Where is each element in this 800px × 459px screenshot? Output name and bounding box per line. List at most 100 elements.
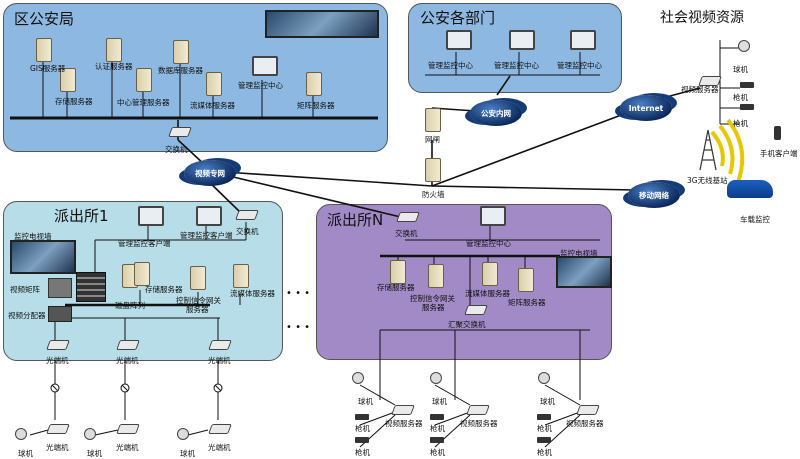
s1-dome-1-label: 球机 xyxy=(18,449,33,458)
s1-optical-1-label: 光端机 xyxy=(46,356,69,365)
social-gun2-label: 枪机 xyxy=(733,119,748,128)
gate-label: 网闸 xyxy=(425,135,440,144)
stream-server-label: 流媒体服务器 xyxy=(190,101,235,110)
s1-switch-icon xyxy=(235,210,259,220)
storage-server-label: 存储服务器 xyxy=(55,97,93,106)
sn-ctrl-server-icon xyxy=(428,264,444,288)
base-station-icon xyxy=(699,129,717,171)
stationN-title: 派出所N xyxy=(327,211,384,229)
s1-dome-1-icon xyxy=(15,428,27,440)
s1-dome-2-label: 球机 xyxy=(87,449,102,458)
s1-distributor-icon xyxy=(48,306,72,322)
s1-optical-5-label: 光端机 xyxy=(116,443,139,452)
sn-stream-label: 流媒体服务器 xyxy=(465,289,510,298)
s1-storage-label: 存储服务器 xyxy=(145,285,183,294)
s1-tvwall-icon xyxy=(10,240,76,274)
sn-vs-1-label: 视频服务器 xyxy=(385,419,423,428)
sn-gun-3-label: 枪机 xyxy=(430,424,445,433)
s1-optical-2-label: 光端机 xyxy=(116,356,139,365)
gate-icon xyxy=(425,108,441,132)
s1-optical-4-icon xyxy=(46,424,70,434)
social-title: 社会视频资源 xyxy=(660,10,744,26)
dept-center-2-label: 管理监控中心 xyxy=(494,61,539,70)
social-gun2-icon xyxy=(740,104,754,110)
dept-monitor-1-icon xyxy=(446,30,472,50)
phone-client-label: 手机客户端 xyxy=(760,149,798,158)
matrix-server-label: 矩阵服务器 xyxy=(297,101,335,110)
mobile-net-cloud: 移动网络 xyxy=(628,182,680,208)
social-gun1-icon xyxy=(740,82,754,88)
social-video-server-label: 视频服务器 xyxy=(681,85,719,94)
s1-switch-label: 交换机 xyxy=(236,227,259,236)
sn-agg-switch-icon xyxy=(464,305,488,315)
sn-storage-label: 存储服务器 xyxy=(377,283,415,292)
dept-center-1-label: 管理监控中心 xyxy=(428,61,473,70)
s1-optical-4-label: 光端机 xyxy=(46,443,69,452)
db-server-label: 数据库服务器 xyxy=(158,66,203,75)
sn-gun-5-icon xyxy=(537,414,551,420)
ellipsis-2: • • • xyxy=(286,322,311,333)
s1-dome-3-label: 球机 xyxy=(180,449,195,458)
social-dome-icon xyxy=(738,40,750,52)
sn-switch-icon xyxy=(396,212,420,222)
sn-vs-2-label: 视频服务器 xyxy=(460,419,498,428)
gis-server-icon xyxy=(36,38,52,62)
s1-tvwall-label: 监控电视墙 xyxy=(14,232,52,241)
sn-matrix-server-icon xyxy=(518,268,534,292)
center-mgmt-label: 中心管理服务器 xyxy=(117,98,170,107)
internet-cloud: Internet xyxy=(620,95,672,121)
s1-client2-icon xyxy=(196,206,222,226)
sn-switch-label: 交换机 xyxy=(395,229,418,238)
s1-stream-label: 流媒体服务器 xyxy=(230,289,275,298)
base-station-label: 3G无线基站 xyxy=(687,176,728,185)
district-title: 区公安局 xyxy=(14,10,75,28)
s1-disk-icon xyxy=(76,272,106,302)
s1-matrix-icon xyxy=(48,278,72,298)
stationN-zone xyxy=(316,204,612,360)
sn-dome-3-label: 球机 xyxy=(540,397,555,406)
sn-dome-1-icon xyxy=(352,372,364,384)
s1-optical-2-icon xyxy=(116,340,140,350)
s1-optical-5-icon xyxy=(116,424,140,434)
sn-matrix-label: 矩阵服务器 xyxy=(508,298,546,307)
sn-gun-6-label: 枪机 xyxy=(537,448,552,457)
phone-icon xyxy=(774,126,781,140)
sn-gun-1-label: 枪机 xyxy=(355,424,370,433)
car-monitor-label: 车载监控 xyxy=(740,215,770,224)
sn-gun-3-icon xyxy=(430,414,444,420)
s1-client2-label: 管理监控客户端 xyxy=(180,231,233,240)
social-dome-label: 球机 xyxy=(733,65,748,74)
firewall-icon xyxy=(425,158,441,182)
sn-gun-1-icon xyxy=(355,414,369,420)
center-mgmt-server-icon xyxy=(136,68,152,92)
sn-agg-label: 汇聚交换机 xyxy=(448,320,486,329)
district-switch-label: 交换机 xyxy=(165,145,188,154)
car-icon xyxy=(727,180,773,198)
firewall-label: 防火墙 xyxy=(422,190,445,199)
s1-ctrl2-label: 服务器 xyxy=(186,305,209,314)
s1-optical-3-icon xyxy=(208,340,232,350)
dept-center-3-label: 管理监控中心 xyxy=(557,61,602,70)
sn-dome-3-icon xyxy=(538,372,550,384)
sn-gun-4-icon xyxy=(430,437,444,443)
sn-ctrl-label: 控制信令网关 xyxy=(410,294,455,303)
district-switch-icon xyxy=(168,127,192,137)
ellipsis-1: • • • xyxy=(286,288,311,299)
sn-dome-1-label: 球机 xyxy=(358,397,373,406)
sn-tvwall-label: 监控电视墙 xyxy=(560,249,598,258)
sn-gun-4-label: 枪机 xyxy=(430,448,445,457)
station1-title: 派出所1 xyxy=(54,207,109,225)
sn-stream-server-icon xyxy=(482,262,498,286)
social-gun1-label: 枪机 xyxy=(733,93,748,102)
mgmt-center-monitor-icon xyxy=(252,56,278,76)
sn-tvwall-icon xyxy=(556,256,612,288)
dept-monitor-3-icon xyxy=(570,30,596,50)
s1-optical-6-icon xyxy=(208,424,232,434)
sn-video-server-1-icon xyxy=(391,405,415,415)
video-net-label: 视频专网 xyxy=(195,168,225,178)
s1-storage-server-2-icon xyxy=(134,262,150,286)
s1-optical-1-icon xyxy=(46,340,70,350)
s1-ctrl-server-icon xyxy=(190,266,206,290)
sn-dome-2-label: 球机 xyxy=(432,397,447,406)
